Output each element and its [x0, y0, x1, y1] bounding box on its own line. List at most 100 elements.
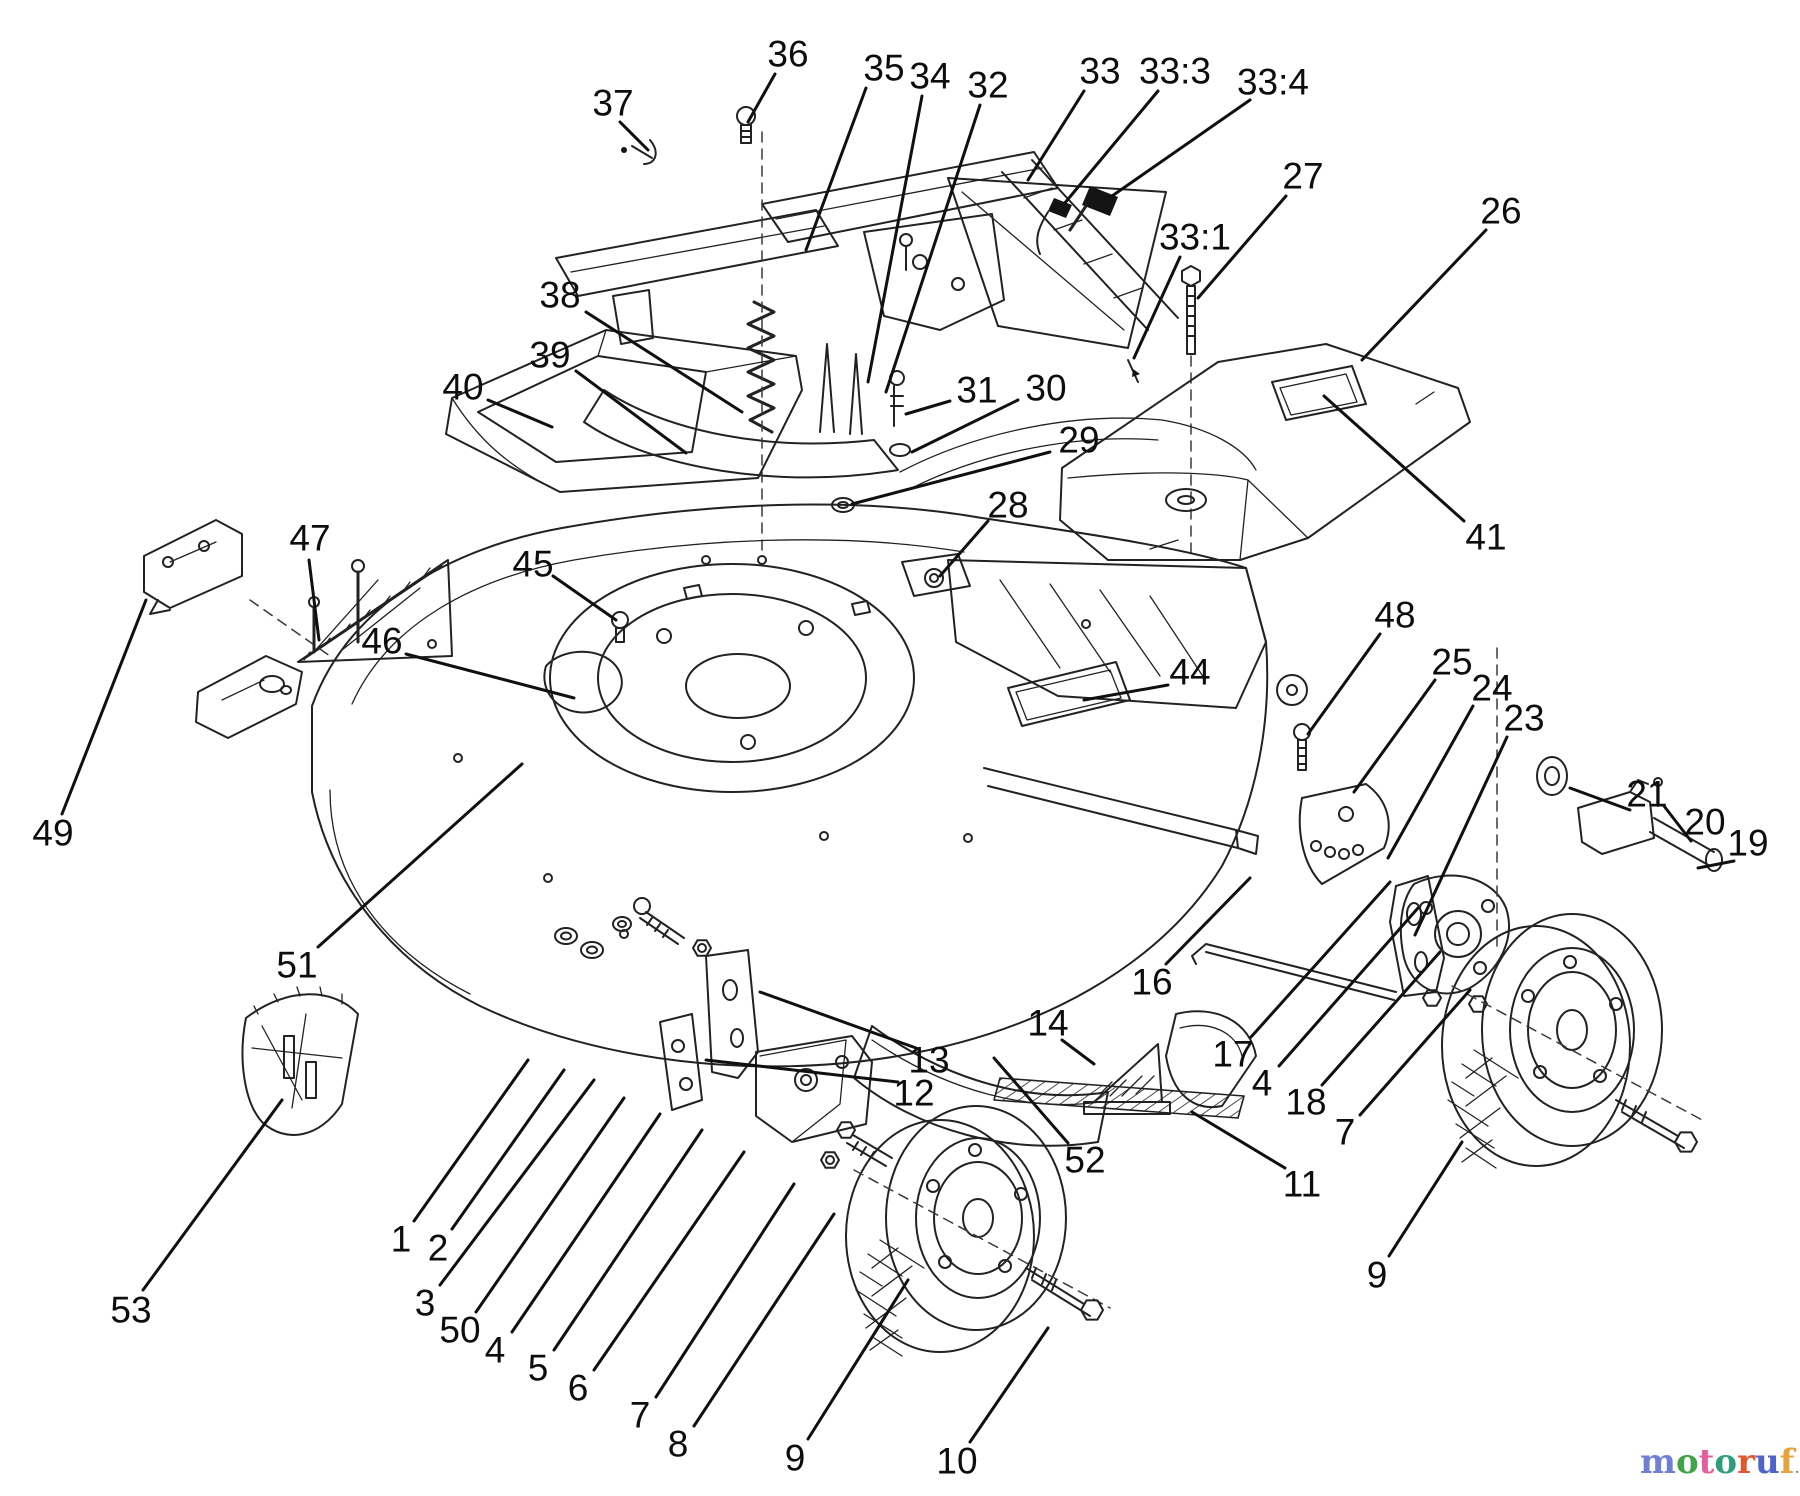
watermark-letter: f	[1779, 1442, 1795, 1482]
callout-label-23: 23	[1503, 698, 1544, 739]
callout-label-28: 28	[987, 485, 1028, 526]
wheel-bottom	[845, 1105, 1111, 1357]
callout-label-29: 29	[1058, 420, 1099, 461]
nut-4-icon	[692, 939, 712, 957]
callout-label-27: 27	[1282, 156, 1323, 197]
callout-label-14: 14	[1027, 1003, 1068, 1044]
callout-leader-13	[758, 990, 918, 1050]
left-brackets	[143, 519, 453, 1136]
mower-line-art	[143, 106, 1723, 1357]
callout-leader-10	[968, 1326, 1050, 1444]
callout-leader-44	[1082, 683, 1170, 702]
guard-47	[297, 559, 453, 663]
callout-leader-37	[618, 120, 650, 152]
callout-leader-12	[704, 1058, 900, 1084]
callout-leader-1	[412, 1058, 530, 1223]
callout-leader-18	[1320, 950, 1442, 1087]
bracket-25	[1298, 783, 1390, 885]
watermark-letter: o	[1675, 1442, 1699, 1482]
callout-leader-30	[910, 398, 1020, 454]
bolt-8-icon	[836, 1121, 856, 1139]
bracket-49	[143, 519, 243, 609]
callout-leader-21	[1568, 786, 1632, 812]
callout-label-38: 38	[539, 275, 580, 316]
callout-label-33-1: 33:1	[1159, 217, 1231, 258]
callout-label-11: 11	[1283, 1164, 1321, 1205]
nut-18-icon	[1422, 989, 1442, 1007]
callout-leader-36	[746, 72, 777, 124]
rear-skirt-52	[853, 1025, 1109, 1147]
callout-label-35: 35	[863, 48, 904, 89]
guard-53	[241, 993, 359, 1136]
callout-leader-40	[486, 398, 554, 429]
callout-label-33-4: 33:4	[1237, 62, 1309, 103]
callout-label-32: 32	[967, 65, 1008, 106]
washer-21-icon	[1536, 756, 1568, 796]
callout-leader-9r	[1387, 1140, 1464, 1258]
callout-label-33-3: 33:3	[1139, 51, 1211, 92]
motoruf-watermark: motoruf.de	[1640, 1442, 1800, 1483]
callout-leader-46	[404, 652, 576, 700]
callout-leader-23	[1413, 735, 1509, 937]
mower-deck	[311, 370, 1311, 1147]
callout-leader-4r	[1277, 906, 1420, 1068]
callout-leader-11	[1190, 1110, 1287, 1170]
plate-13	[705, 949, 759, 1079]
callout-label-17: 17	[1212, 1034, 1253, 1075]
callout-label-4r: 4	[1252, 1063, 1273, 1104]
axle-bracket	[755, 1035, 873, 1143]
callout-leader-8	[692, 1212, 836, 1428]
callout-leader-52	[992, 1056, 1070, 1145]
callout-label-26: 26	[1480, 191, 1521, 232]
callout-leader-35	[804, 86, 868, 252]
adjuster-cluster	[554, 897, 893, 1169]
watermark-letter: m	[1640, 1442, 1676, 1482]
callout-leader-9	[806, 1278, 910, 1441]
callout-label-7r: 7	[1335, 1112, 1356, 1153]
callout-leader-6	[592, 1150, 746, 1372]
callout-leader-34	[866, 94, 924, 384]
nut-7-icon	[820, 1151, 840, 1169]
callout-leader-53	[141, 1098, 284, 1292]
callout-leader-33-4	[1110, 98, 1252, 198]
watermark-suffix: .de	[1794, 1458, 1800, 1478]
rear-bumper-strip	[993, 1077, 1245, 1119]
callout-leader-49	[60, 598, 148, 816]
plate-12	[659, 1013, 703, 1111]
callout-label-6: 6	[568, 1368, 589, 1409]
callout-label-18: 18	[1285, 1082, 1326, 1123]
callout-leader-3	[438, 1078, 596, 1287]
callout-leader-38	[584, 310, 744, 414]
callout-label-50: 50	[439, 1310, 480, 1351]
callout-label-24: 24	[1471, 668, 1512, 709]
callout-label-48: 48	[1374, 595, 1415, 636]
callout-label-47: 47	[289, 518, 330, 559]
callout-label-41: 41	[1465, 517, 1506, 558]
engine-cover	[1059, 343, 1471, 561]
callout-label-5: 5	[528, 1348, 549, 1389]
wheel-hub-bracket	[1399, 874, 1510, 995]
callout-label-45: 45	[512, 544, 553, 585]
callout-label-7: 7	[630, 1395, 651, 1436]
callout-label-53: 53	[110, 1290, 151, 1331]
axle-bolt-bottom-icon	[1080, 1299, 1104, 1321]
decal-44	[1007, 661, 1131, 727]
callout-label-10: 10	[936, 1441, 977, 1482]
callout-leader-47	[307, 558, 321, 642]
callout-leader-16	[1164, 876, 1252, 966]
callout-leader-33-3	[1062, 89, 1160, 206]
callout-leader-2	[450, 1068, 566, 1231]
callout-label-8: 8	[668, 1424, 689, 1465]
deflector-11	[1165, 1010, 1257, 1109]
callout-leader-28	[938, 519, 990, 578]
decal-46	[543, 650, 623, 714]
watermark-letter: t	[1698, 1442, 1715, 1482]
callout-leader-45	[551, 574, 618, 622]
callout-leader-7r	[1358, 988, 1472, 1117]
callout-label-2: 2	[428, 1228, 449, 1269]
callout-label-37: 37	[592, 83, 633, 124]
callout-label-33: 33	[1079, 51, 1120, 92]
callout-leader-31	[904, 399, 952, 416]
